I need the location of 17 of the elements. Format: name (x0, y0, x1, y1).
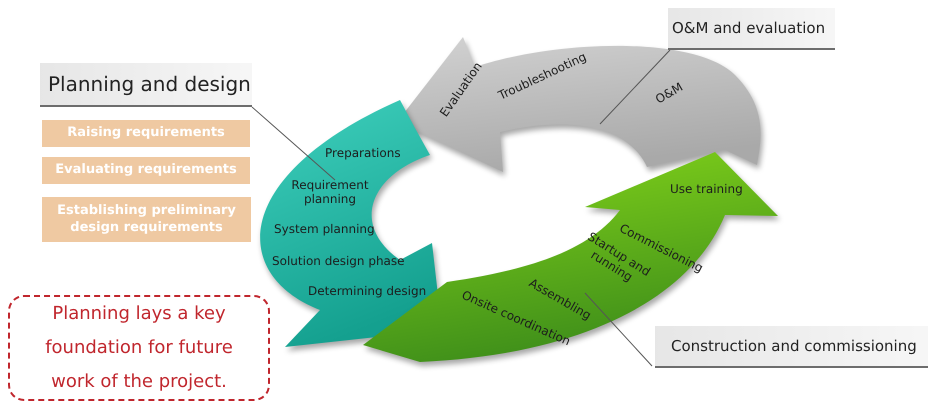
step-label: Use training (670, 183, 743, 197)
leader-line (600, 50, 670, 124)
step-label: O&M (654, 80, 686, 108)
step-label: System planning (274, 223, 375, 237)
requirement-item: Establishing preliminary design requirements (42, 197, 251, 242)
note-callout: Planning lays a key foundation for future work of the project. (8, 295, 270, 401)
step-label: Preparations (325, 147, 401, 161)
phase-heading: O&M and evaluation (668, 8, 835, 50)
step-label: Determining design (308, 285, 426, 299)
leader-line (584, 292, 652, 366)
requirement-item: Raising requirements (42, 120, 250, 147)
step-label: Solution design phase (272, 255, 405, 269)
step-label: Requirement planning (290, 179, 370, 207)
leader-line (252, 106, 336, 180)
requirement-item: Evaluating requirements (42, 157, 250, 184)
phase-heading: Planning and design (40, 63, 252, 107)
phase-heading: Construction and commissioning (655, 326, 928, 368)
